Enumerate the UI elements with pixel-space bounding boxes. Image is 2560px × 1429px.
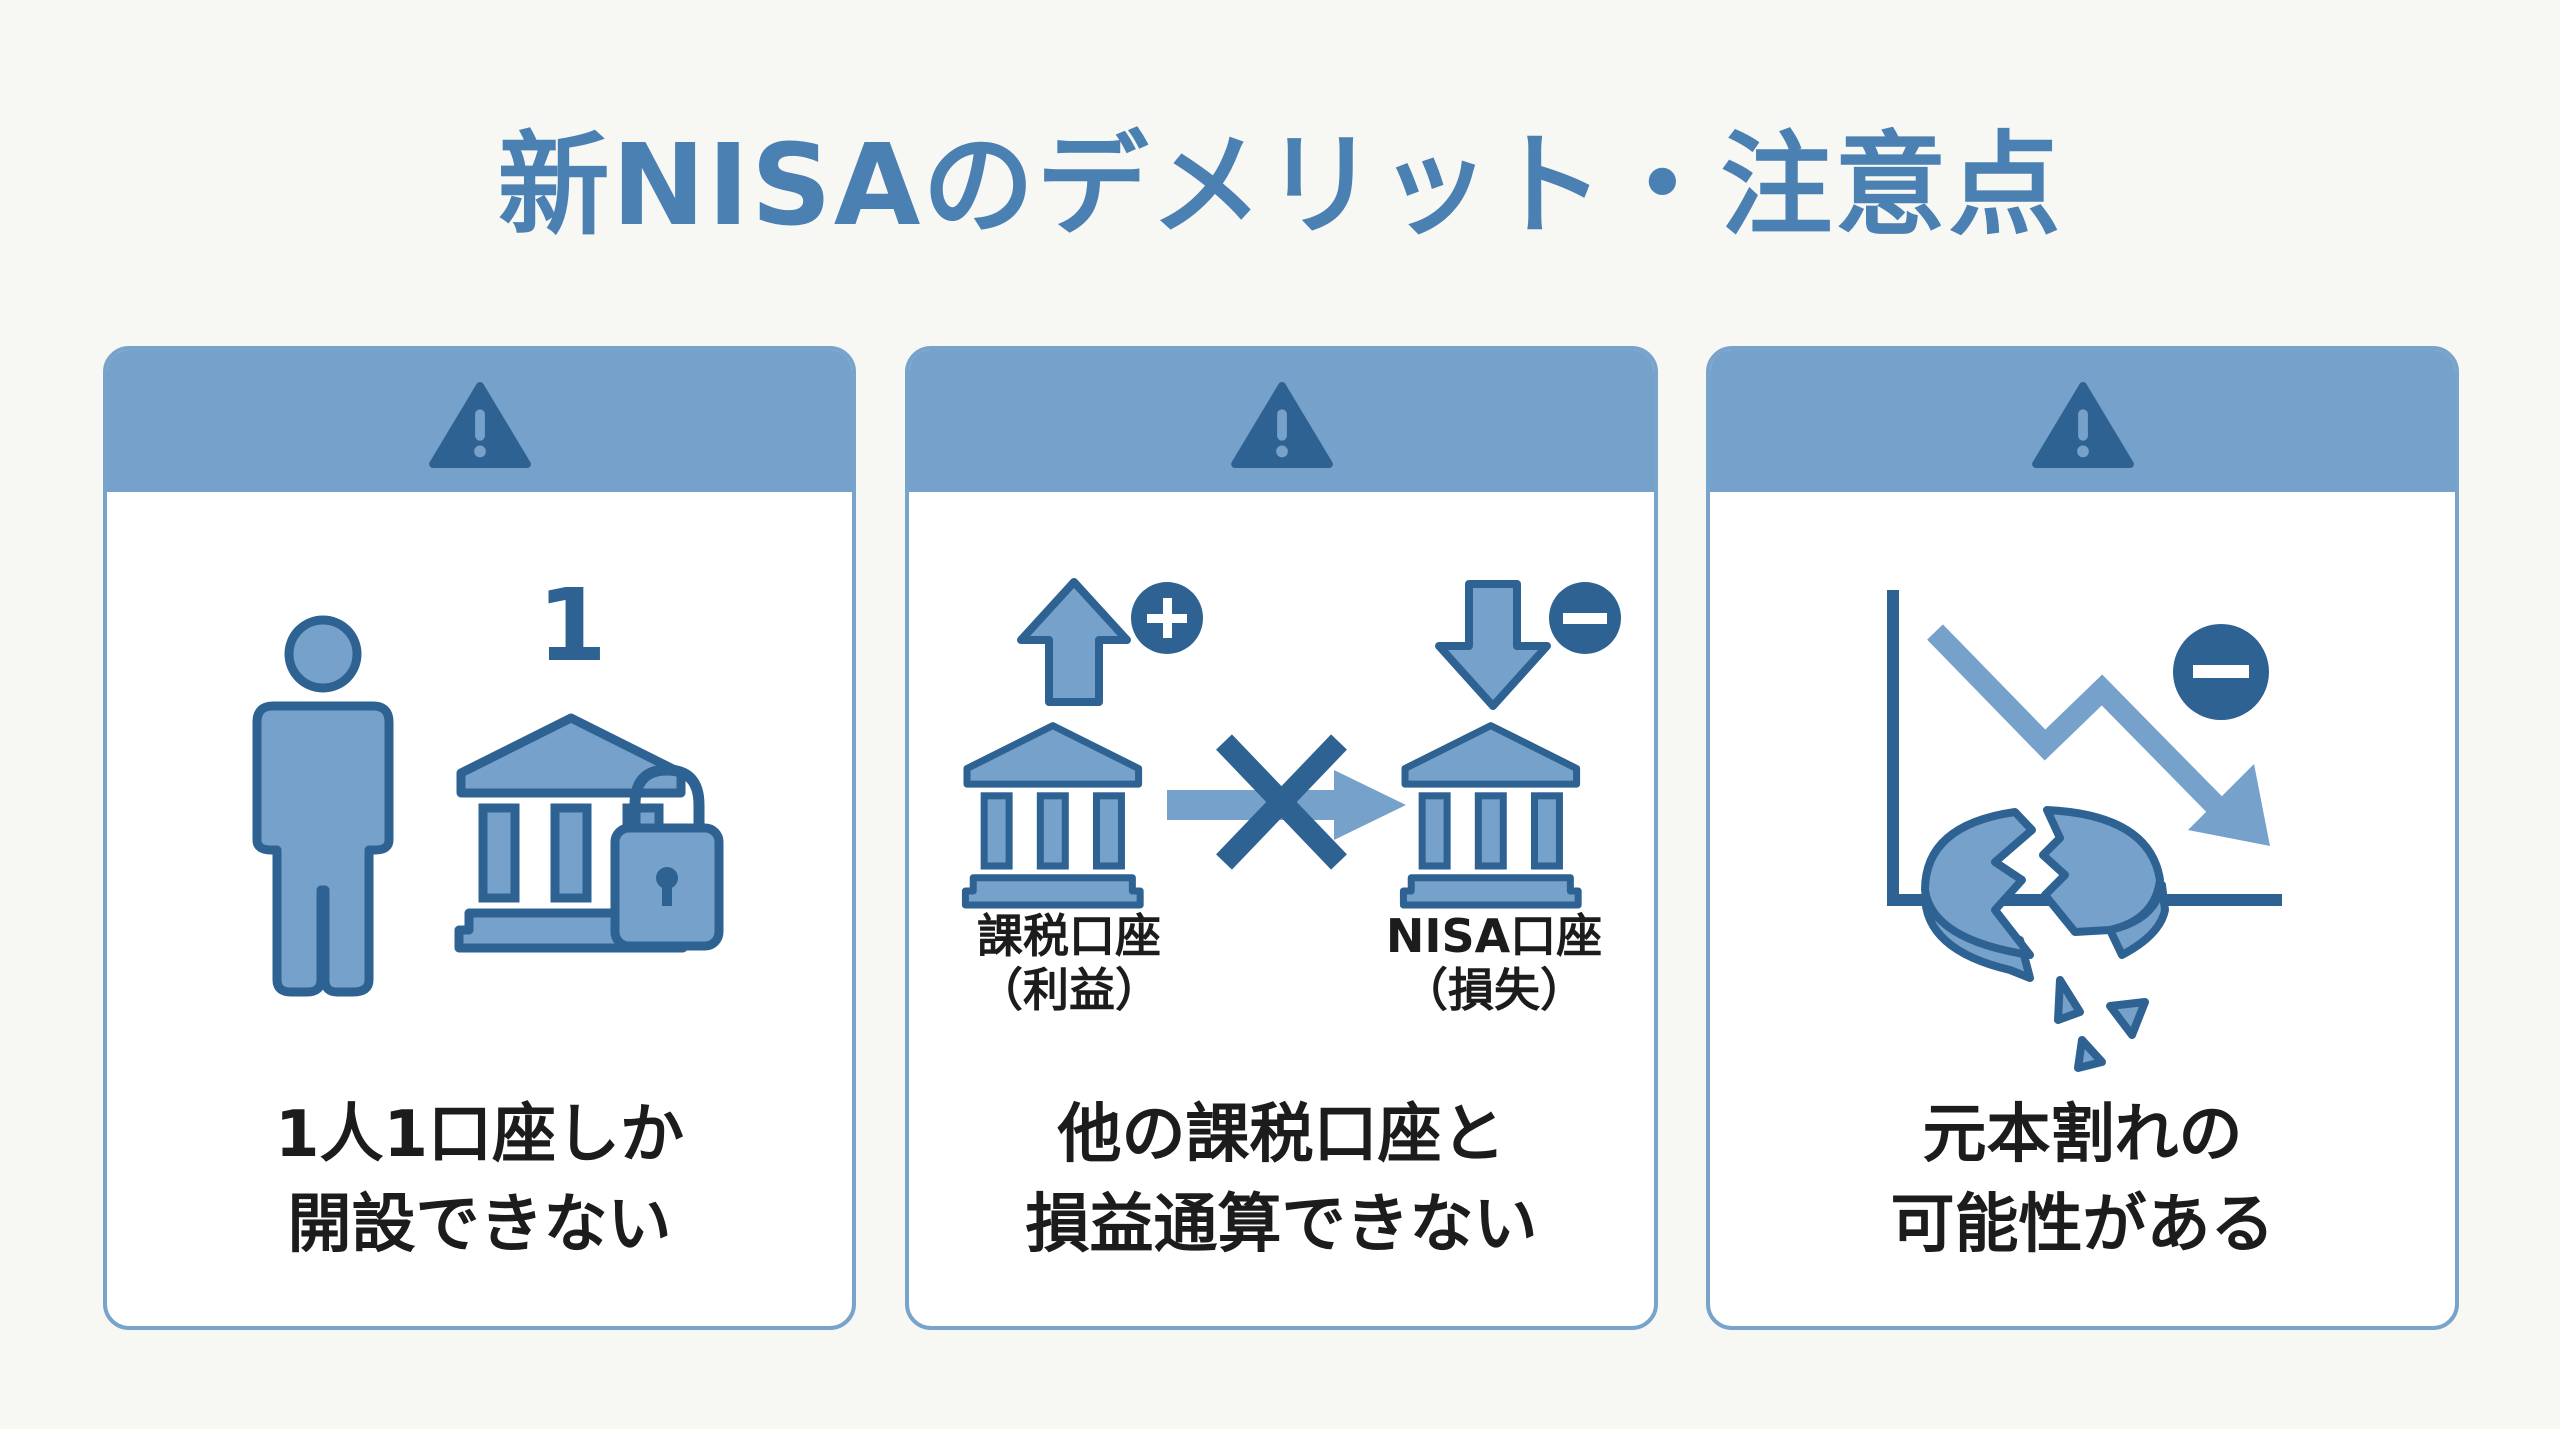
- caption-line-1: 1人1口座しか: [274, 1098, 685, 1172]
- caption-line-2: 可能性がある: [1890, 1188, 2275, 1262]
- principal-loss-illustration: [1887, 590, 2282, 1072]
- nisa-account-sub: （損失）: [1402, 963, 1586, 1017]
- person-icon: [252, 615, 394, 997]
- nisa-account-label: NISA口座: [1386, 909, 1602, 963]
- taxable-account-label: 課税口座: [977, 909, 1161, 963]
- caption-line-1: 他の課税口座と: [1057, 1098, 1506, 1172]
- cross-icon: [1216, 734, 1347, 870]
- page-title: 新NISAのデメリット・注意点: [497, 121, 2063, 251]
- taxable-bank-icon: [965, 726, 1140, 905]
- down-arrow-icon: [1435, 580, 1551, 710]
- card-header: [909, 350, 1654, 492]
- taxable-account-sub: （利益）: [977, 963, 1161, 1017]
- loss-offset-illustration: 課税口座 （利益） NISA口座 （損失）: [909, 578, 1621, 1017]
- caption-line-2: 損益通算できない: [1025, 1188, 1538, 1262]
- card-header: [107, 350, 852, 492]
- minus-circle-icon: [1549, 582, 1621, 654]
- card-one-account: 1 1人1口座しか 開設できない: [103, 346, 856, 1330]
- plus-circle-icon: [1131, 582, 1203, 654]
- number-one: 1: [537, 567, 607, 684]
- falling-line-icon: [1927, 624, 2270, 846]
- up-arrow-icon: [1017, 578, 1131, 706]
- one-account-illustration: 1: [252, 567, 724, 997]
- broken-coin-icon: [1921, 806, 2169, 1072]
- caption-line-1: 元本割れの: [1922, 1098, 2243, 1172]
- caption-line-2: 開設できない: [287, 1188, 672, 1262]
- nisa-bank-icon: [1403, 726, 1578, 905]
- card-caption: 元本割れの 可能性がある: [1710, 1090, 2455, 1270]
- card-loss-offset: 課税口座 （利益） NISA口座 （損失） 他の課税口座と 損益通算できない: [905, 346, 1658, 1330]
- card-caption: 他の課税口座と 損益通算できない: [909, 1090, 1654, 1270]
- card-caption: 1人1口座しか 開設できない: [107, 1090, 852, 1270]
- transfer-arrow-icon: [1167, 790, 1337, 820]
- lock-icon: [610, 764, 724, 951]
- minus-circle-icon: [2173, 624, 2269, 720]
- card-principal-loss: 元本割れの 可能性がある: [1706, 346, 2459, 1330]
- card-header: [1710, 350, 2455, 492]
